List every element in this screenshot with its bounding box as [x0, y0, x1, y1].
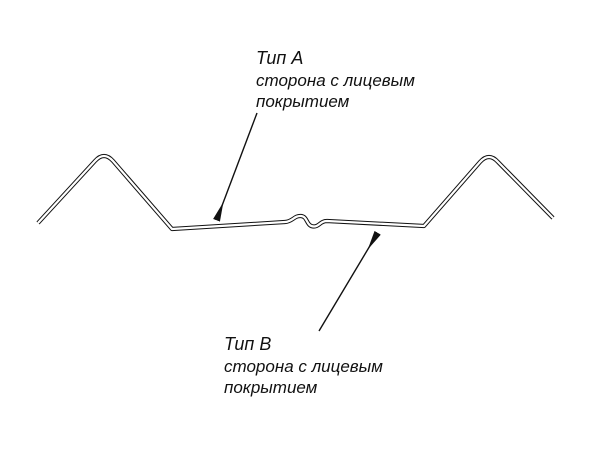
type-a-line1: сторона с лицевым	[256, 71, 415, 90]
type-a-title: Тип А	[256, 48, 304, 68]
type-a-line2: покрытием	[256, 92, 350, 111]
type-b-line1: сторона с лицевым	[224, 357, 383, 376]
type-b-line2: покрытием	[224, 378, 318, 397]
type-b-title: Тип В	[224, 334, 272, 354]
leader-line-type-b	[318, 230, 381, 332]
profile-outline	[36, 153, 555, 232]
callout-type-a: Тип А сторона с лицевым покрытием	[256, 48, 415, 112]
callout-type-b: Тип В сторона с лицевым покрытием	[224, 334, 383, 398]
leader-line-type-a	[213, 112, 258, 222]
